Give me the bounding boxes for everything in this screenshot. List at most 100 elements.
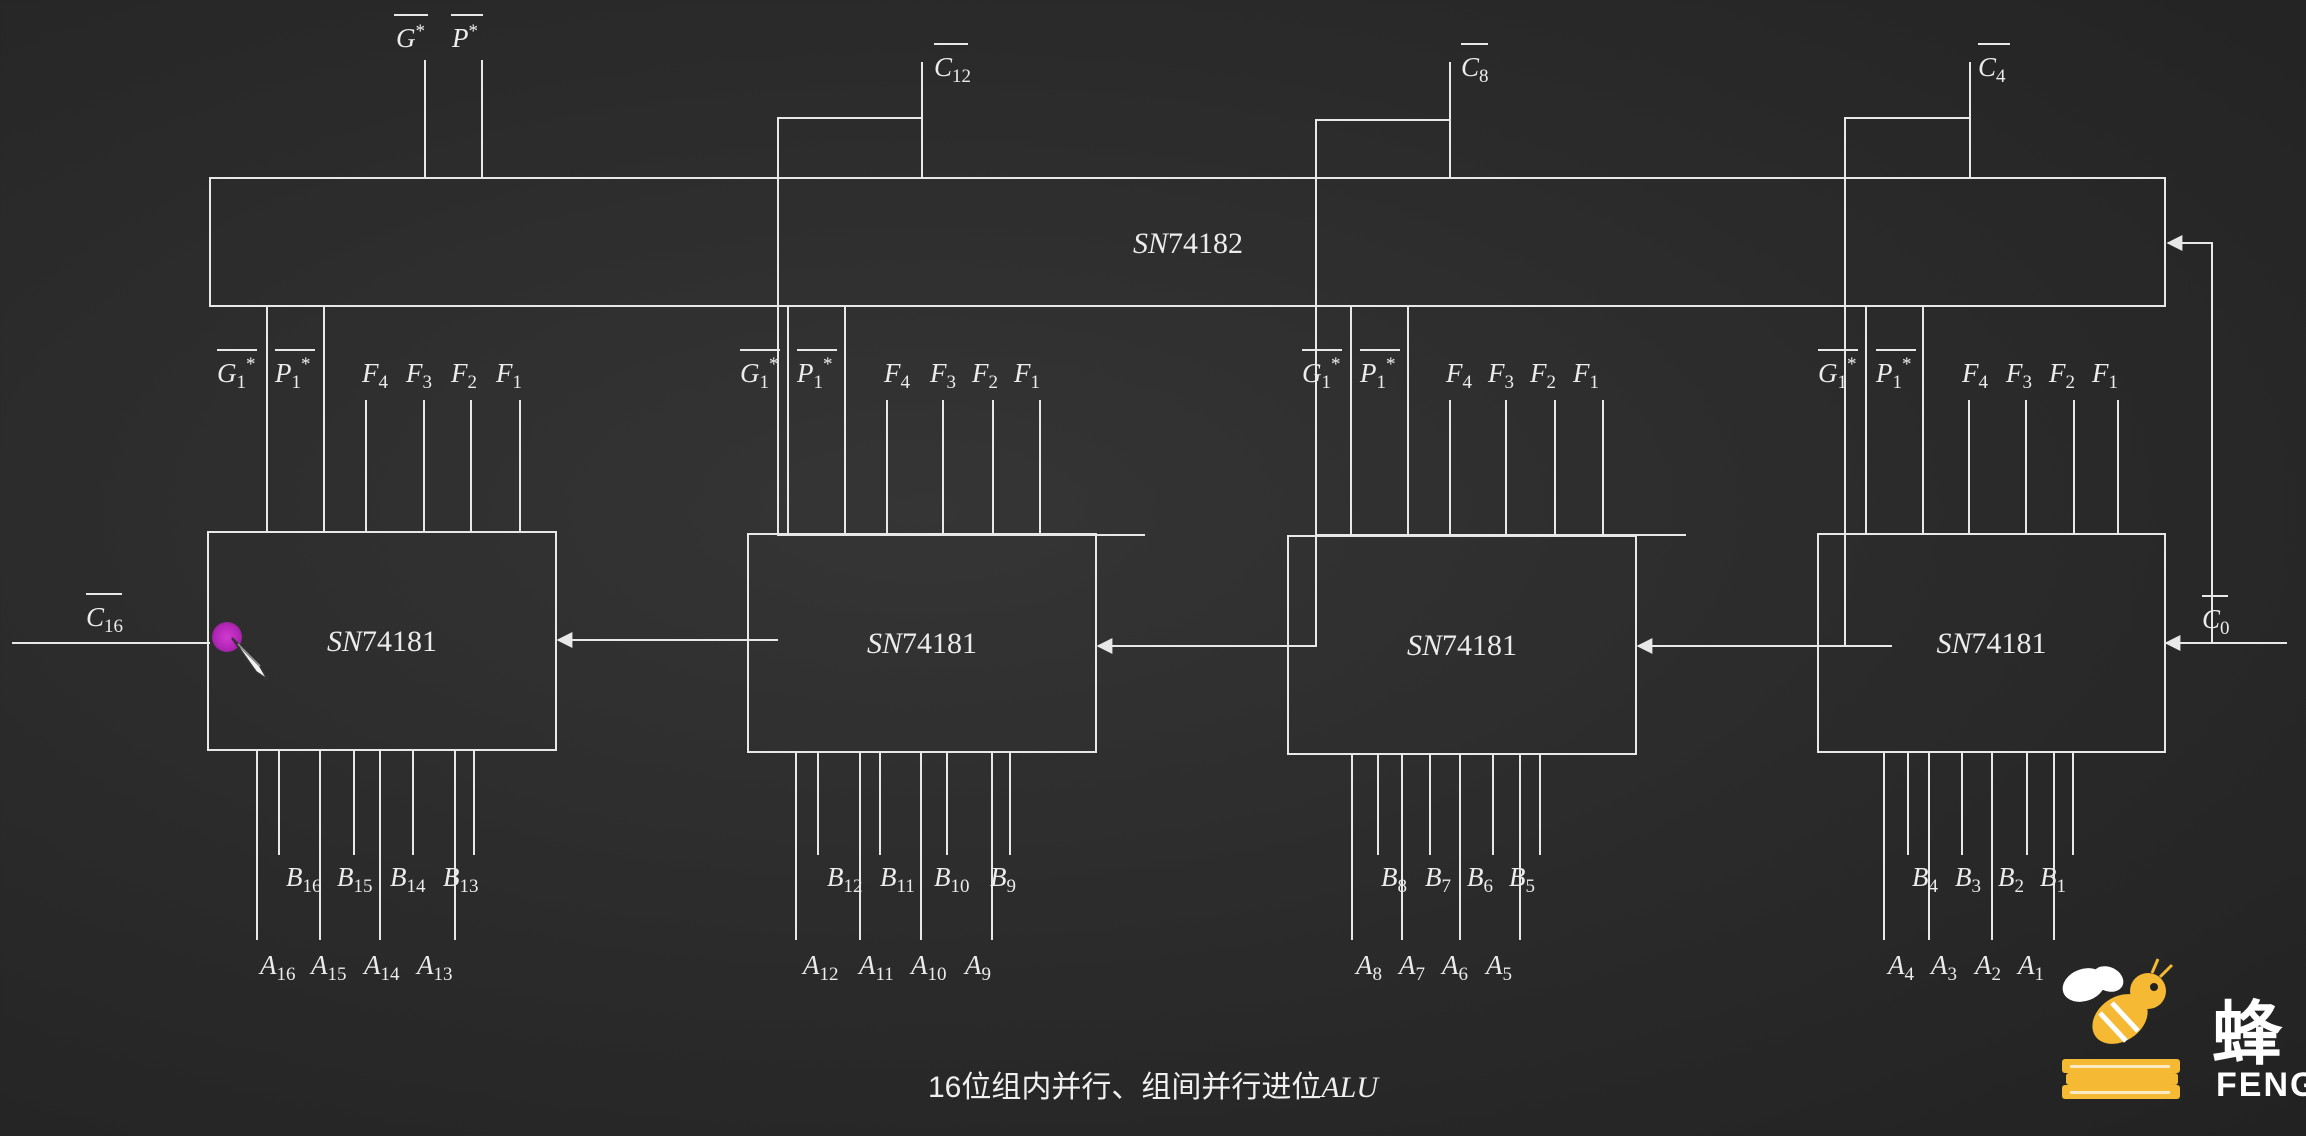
- a6-label: A6: [1440, 950, 1468, 985]
- a7-label: A7: [1397, 950, 1425, 985]
- cla-chip-number: 74182: [1168, 227, 1243, 260]
- c12-sub: 12: [952, 66, 971, 87]
- c16-sub: 16: [104, 616, 123, 637]
- b7-label: B7: [1425, 862, 1451, 897]
- c8-letter: C: [1461, 52, 1480, 82]
- p1-star-label: P1*: [1875, 354, 1912, 393]
- a5-label: A5: [1484, 950, 1512, 985]
- f3-label: F3: [2005, 358, 2032, 393]
- top-g-star: *: [416, 21, 426, 42]
- cla-chip-74182: SN74182: [209, 177, 2166, 307]
- alu-chip-label: SN74181: [1407, 629, 1517, 662]
- b11-label: B11: [880, 862, 915, 897]
- c0-sub: 0: [2220, 618, 2230, 639]
- svg-text:C4: C4: [1978, 52, 2006, 87]
- caption-cn: 16位组内并行、组间并行进位: [927, 1071, 1322, 1104]
- svg-text:C8: C8: [1461, 52, 1489, 87]
- a9-label: A9: [963, 950, 991, 985]
- top-gp-outputs: G* P*: [394, 14, 483, 178]
- f3-label: F3: [929, 358, 956, 393]
- top-p-label: P: [451, 23, 469, 53]
- b3-label: B3: [1955, 862, 1981, 897]
- alu-chip-body: [207, 531, 557, 751]
- a12-label: A12: [801, 950, 839, 985]
- p1-star-label: P1*: [274, 354, 311, 393]
- f4-label: F4: [361, 358, 389, 393]
- a10-label: A10: [909, 950, 947, 985]
- laser-pointer-dot: [212, 622, 242, 652]
- a13-label: A13: [415, 950, 453, 985]
- svg-text:G*: G*: [396, 21, 425, 53]
- a4-label: A4: [1886, 950, 1915, 985]
- f3-label: F3: [1487, 358, 1514, 393]
- b15-label: B15: [337, 862, 373, 897]
- a14-label: A14: [362, 950, 400, 985]
- svg-text:C12: C12: [934, 52, 971, 87]
- diagram-caption: 16位组内并行、组间并行进位ALU: [0, 1062, 2306, 1106]
- g1-star-label: G1*: [217, 354, 256, 393]
- logo-text-cn: 蜂: [2212, 993, 2282, 1075]
- carry-c12: C12: [777, 43, 1145, 536]
- g1-star-label: G1*: [1302, 354, 1341, 393]
- top-p-star: *: [469, 21, 479, 42]
- svg-text:C16: C16: [86, 602, 123, 637]
- logo-text-en: FENG: [2216, 1066, 2306, 1104]
- f4-label: F4: [1445, 358, 1473, 393]
- a3-label: A3: [1929, 950, 1957, 985]
- b16-label: B16: [286, 862, 322, 897]
- b14-label: B14: [390, 862, 426, 897]
- f1-label: F1: [2091, 358, 2118, 393]
- f3-label: F3: [405, 358, 432, 393]
- b9-label: B9: [990, 862, 1016, 897]
- alu-chip-label: SN74181: [1936, 627, 2046, 660]
- f2-label: F2: [1529, 358, 1556, 393]
- alu-chip-label: SN74181: [327, 625, 437, 658]
- pen-cursor-icon: [231, 637, 269, 681]
- a8-label: A8: [1354, 950, 1382, 985]
- carry-c4: C4: [1844, 43, 2010, 647]
- a2-label: A2: [1973, 950, 2001, 985]
- b12-label: B12: [827, 862, 863, 897]
- alu-chip-body: [1287, 535, 1637, 755]
- f4-label: F4: [1961, 358, 1989, 393]
- a11-label: A11: [857, 950, 894, 985]
- g1-star-label: G1*: [1818, 354, 1857, 393]
- svg-text:C0: C0: [2202, 604, 2230, 639]
- b6-label: B6: [1467, 862, 1493, 897]
- cla-chip-prefix: SN: [1133, 227, 1170, 260]
- b8-label: B8: [1381, 862, 1407, 897]
- p1-star-label: P1*: [1359, 354, 1396, 393]
- carry-arrows: [556, 360, 1845, 654]
- top-g-label: G: [396, 23, 416, 53]
- b2-label: B2: [1998, 862, 2024, 897]
- g1-star-label: G1*: [740, 354, 779, 393]
- f1-label: F1: [1572, 358, 1599, 393]
- f2-label: F2: [2048, 358, 2075, 393]
- f4-label: F4: [883, 358, 911, 393]
- c4-letter: C: [1978, 52, 1997, 82]
- svg-text:SN74182: SN74182: [1133, 227, 1243, 260]
- bee-on-books-icon: [2062, 958, 2180, 1099]
- b5-label: B5: [1509, 862, 1535, 897]
- c0-letter: C: [2202, 604, 2221, 634]
- c16-output: C16: [12, 593, 210, 644]
- f1-label: F1: [495, 358, 522, 393]
- b4-label: B4: [1912, 862, 1939, 897]
- a1-label: A1: [2016, 950, 2044, 985]
- b1-label: B1: [2040, 862, 2066, 897]
- p1-star-label: P1*: [796, 354, 833, 393]
- b13-label: B13: [443, 862, 479, 897]
- a16-label: A16: [258, 950, 296, 985]
- carry-c8: C8: [1315, 43, 1686, 536]
- c0-input: C0: [2164, 235, 2287, 651]
- c12-letter: C: [934, 52, 953, 82]
- b10-label: B10: [934, 862, 970, 897]
- f2-label: F2: [971, 358, 998, 393]
- alu-chip-label: SN74181: [867, 627, 977, 660]
